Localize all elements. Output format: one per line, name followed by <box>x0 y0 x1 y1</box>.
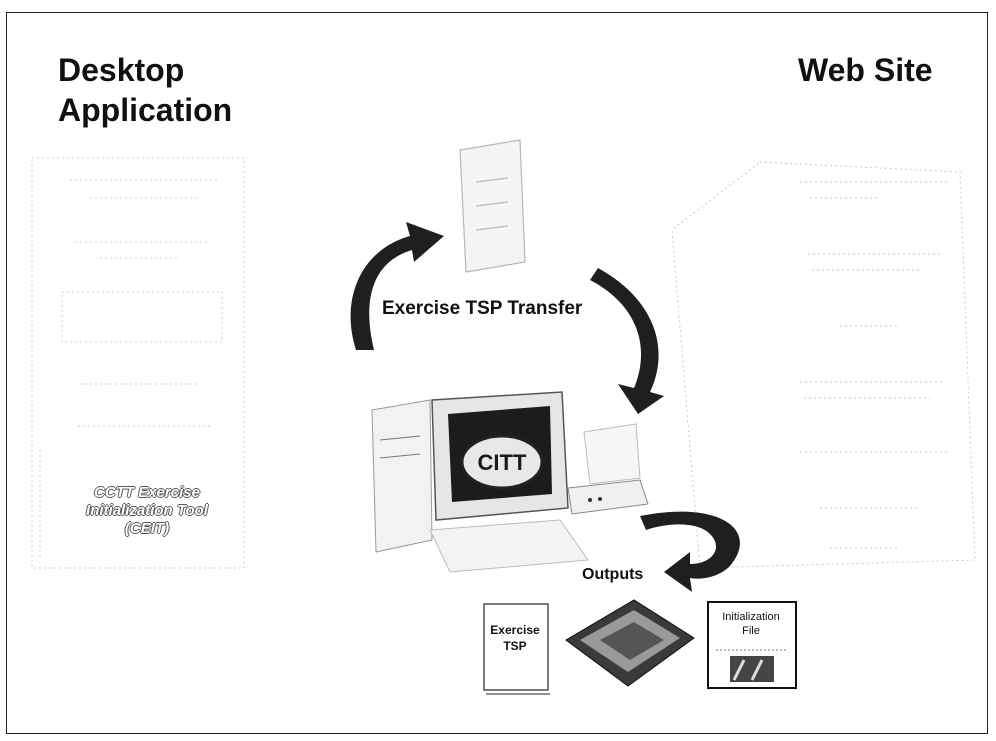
transfer-arrow-up-icon <box>350 222 444 350</box>
caption-line: (CEIT) <box>124 520 170 537</box>
ceit-caption: CCTT Exercise Initialization Tool (CEIT) <box>52 484 242 538</box>
exercise-tsp-document-image <box>483 603 550 695</box>
file-line: Initialization <box>722 611 780 623</box>
transfer-arrow-down-icon <box>590 268 664 414</box>
caption-line: CCTT Exercise <box>94 484 200 501</box>
desktop-application-heading: Desktop Application <box>58 50 232 130</box>
document-line: TSP <box>503 639 527 653</box>
hard-drive-image <box>565 599 695 687</box>
heading-line: Application <box>58 92 233 128</box>
desktop-app-window-image <box>31 157 245 569</box>
initialization-file-label: Initialization File <box>710 610 792 638</box>
heading-line: Desktop <box>58 52 185 88</box>
caption-line: Initialization Tool <box>86 502 208 519</box>
document-line: Exercise <box>490 623 540 637</box>
exercise-tsp-document-label: Exercise TSP <box>484 622 546 654</box>
web-site-page-image <box>671 161 976 569</box>
exercise-tsp-transfer-label: Exercise TSP Transfer <box>382 298 583 319</box>
web-site-heading: Web Site <box>798 52 933 88</box>
outputs-arrow-icon <box>640 511 740 592</box>
file-line: File <box>742 625 760 637</box>
initialization-file-icon <box>707 601 797 689</box>
server-tower-image <box>459 139 526 273</box>
citt-logo: CITT <box>477 450 527 475</box>
outputs-label: Outputs <box>582 566 644 583</box>
desktop-computer-image <box>371 391 649 573</box>
